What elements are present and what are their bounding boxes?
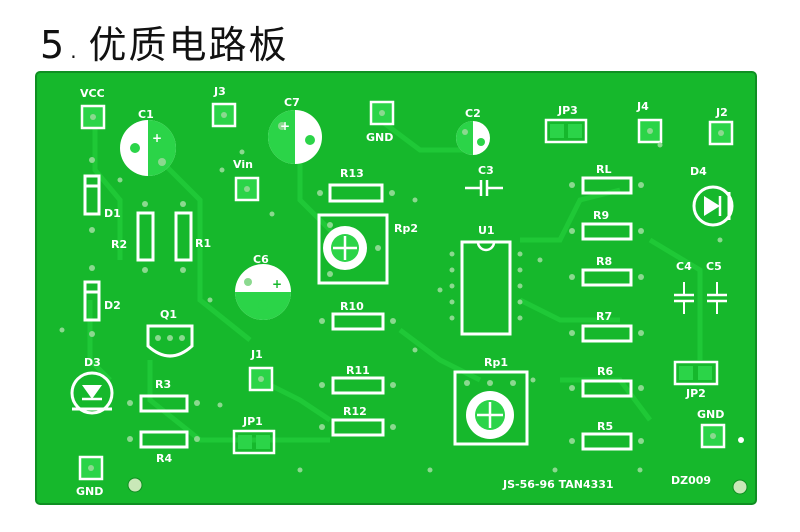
label-j1: J1 — [250, 348, 263, 361]
mounting-hole — [732, 479, 748, 495]
resistor-r6: R6 — [569, 365, 644, 398]
led-d4: D4 — [690, 165, 734, 227]
label-r1: R1 — [195, 237, 211, 250]
resistor-r7: R7 — [569, 310, 644, 343]
label-u1: U1 — [478, 224, 495, 237]
label-gnd-top: GND — [366, 131, 393, 144]
resistor-r9: R9 — [569, 209, 644, 241]
capacitor-c6: C6 + — [235, 253, 291, 320]
capacitor-c1: C1 + — [120, 108, 176, 176]
capacitor-c3: C3 — [465, 164, 503, 196]
label-r2: R2 — [111, 238, 127, 251]
label-r4: R4 — [156, 452, 172, 465]
connector-gnd-right: GND — [697, 408, 726, 449]
resistor-r5: R5 — [569, 420, 644, 451]
label-jp3: JP3 — [557, 104, 578, 117]
resistor-r13: R13 — [317, 167, 395, 203]
board-id-text: DZ009 — [671, 474, 711, 487]
label-rp1: Rp1 — [484, 356, 508, 369]
resistor-r11: R11 — [319, 364, 396, 395]
label-d3: D3 — [84, 356, 101, 369]
label-r10: R10 — [340, 300, 364, 313]
label-c6: C6 — [253, 253, 269, 266]
svg-text:+: + — [280, 119, 290, 133]
connector-vin: Vin — [233, 158, 260, 202]
transistor-q1: Q1 — [146, 308, 194, 358]
page-heading: 5 . 优质电路板 — [40, 14, 289, 67]
heading-dot: . — [70, 39, 77, 63]
ic-u1: U1 — [449, 224, 523, 336]
connector-vcc: VCC — [80, 87, 106, 130]
label-c2: C2 — [465, 107, 481, 120]
capacitor-c4: C4 — [674, 260, 694, 314]
label-j4: J4 — [636, 100, 649, 113]
label-r7: R7 — [596, 310, 612, 323]
label-c1: C1 — [138, 108, 154, 121]
label-vcc: VCC — [80, 87, 105, 100]
label-r5: R5 — [597, 420, 613, 433]
capacitor-c5: C5 — [706, 260, 727, 314]
led-d3: D3 — [70, 356, 114, 415]
connector-j4: J4 — [636, 100, 663, 144]
label-rl: RL — [596, 163, 611, 176]
heading-number: 5 — [40, 23, 65, 67]
label-j3: J3 — [213, 85, 226, 98]
connector-j1: J1 — [248, 348, 274, 392]
label-jp2: JP2 — [685, 387, 706, 400]
resistor-rl: RL — [569, 163, 644, 195]
diode-d2: D2 — [83, 265, 121, 337]
label-vin: Vin — [233, 158, 253, 171]
resistor-r2: R2 — [111, 201, 155, 273]
label-j2: J2 — [715, 106, 728, 119]
connector-j2: J2 — [708, 106, 734, 146]
svg-text:+: + — [272, 277, 282, 291]
svg-text:+: + — [472, 125, 480, 136]
label-jp1: JP1 — [242, 415, 263, 428]
heading-title: 优质电路板 — [88, 23, 289, 67]
board-code-text: JS-56-96 TAN4331 — [502, 478, 614, 491]
label-d1: D1 — [104, 207, 121, 220]
copper-traces — [87, 118, 703, 443]
jumper-jp2: JP2 — [673, 360, 719, 400]
label-r9: R9 — [593, 209, 609, 222]
label-r3: R3 — [155, 378, 171, 391]
label-r13: R13 — [340, 167, 364, 180]
fiducial-dot — [738, 437, 744, 443]
potentiometer-rp2: Rp2 — [317, 213, 418, 285]
connector-gnd-top: GND — [366, 100, 395, 144]
resistor-r12: R12 — [319, 405, 396, 437]
label-c7: C7 — [284, 96, 300, 109]
potentiometer-rp1: Rp1 — [453, 356, 529, 446]
connector-jp3: JP3 — [544, 104, 588, 144]
label-d2: D2 — [104, 299, 121, 312]
connector-j3: J3 — [211, 85, 237, 128]
label-r8: R8 — [596, 255, 612, 268]
resistor-r10: R10 — [319, 300, 396, 331]
pcb-substrate — [35, 71, 757, 505]
connector-gnd-bottom: GND — [76, 455, 103, 498]
label-d4: D4 — [690, 165, 707, 178]
diode-d1: D1 — [83, 157, 121, 233]
label-gnd-bottom: GND — [76, 485, 103, 498]
label-c5: C5 — [706, 260, 722, 273]
jumper-jp1: JP1 — [232, 415, 276, 455]
label-c3: C3 — [478, 164, 494, 177]
capacitor-c7: C7 + — [268, 96, 322, 164]
label-rp2: Rp2 — [394, 222, 418, 235]
resistor-r4: R4 — [127, 430, 200, 465]
label-r11: R11 — [346, 364, 370, 377]
resistor-r1: R1 — [174, 201, 211, 273]
svg-text:+: + — [152, 131, 162, 145]
label-r6: R6 — [597, 365, 613, 378]
label-q1: Q1 — [160, 308, 177, 321]
mounting-hole — [127, 477, 143, 493]
via-holes — [59, 142, 723, 473]
label-r12: R12 — [343, 405, 367, 418]
label-gnd-right: GND — [697, 408, 724, 421]
capacitor-c2: C2 + — [456, 107, 490, 155]
resistor-r8: R8 — [569, 255, 644, 287]
resistor-r3: R3 — [127, 378, 200, 413]
label-c4: C4 — [676, 260, 692, 273]
